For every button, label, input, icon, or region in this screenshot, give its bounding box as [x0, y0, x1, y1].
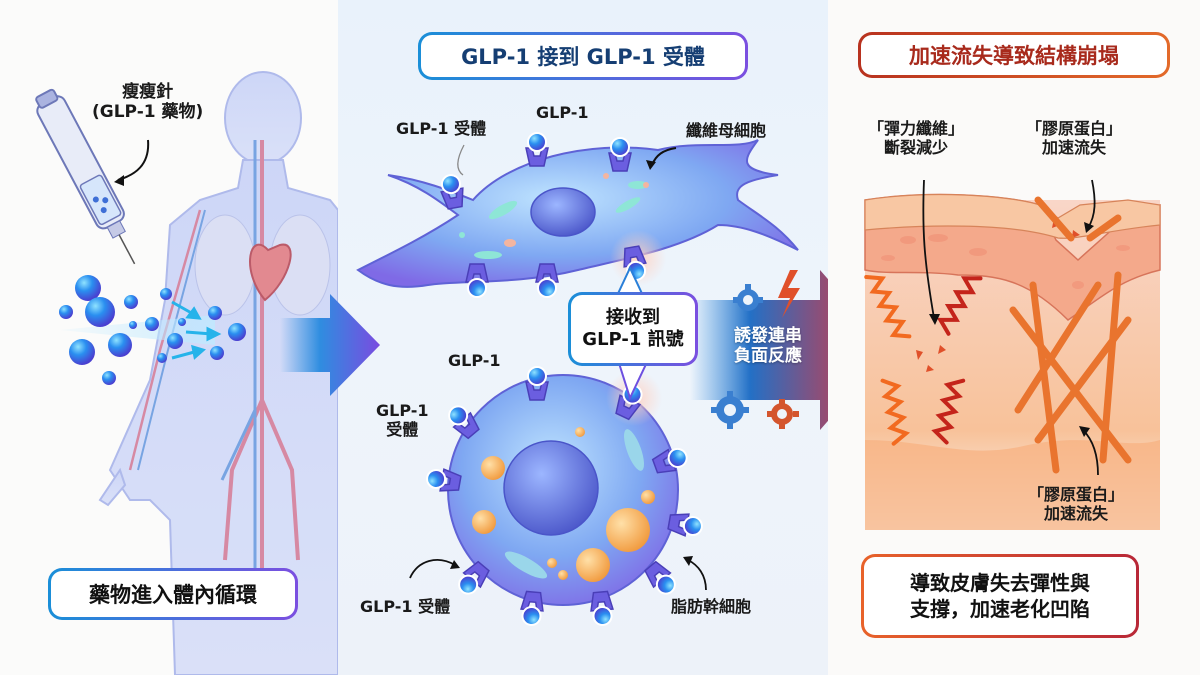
epidermis-layer [864, 193, 1161, 321]
collagen-bottom-label: 「膠原蛋白」 加速流失 [1028, 485, 1125, 524]
receptor-pointer-bottom [409, 559, 456, 579]
stem-cell-pointer [687, 559, 707, 591]
stem-cell-glp1-label: GLP-1 [448, 351, 501, 370]
elastin-label: 「彈力纖維」 斷裂減少 [868, 119, 965, 158]
negative-reaction-label: 誘發連串 負面反應 [734, 326, 802, 366]
elastin-pointer [922, 179, 935, 319]
caption-skin-aging-line2: 支撐，加速老化凹陷 [910, 597, 1090, 621]
panel-drug-circulation: 瘦瘦針 (GLP-1 藥物) 藥物進入體內循環 [0, 0, 338, 675]
pen-label-arrow [117, 139, 150, 181]
skin-cross-section [864, 179, 1161, 530]
broken-fragments [916, 218, 1080, 372]
negative-reaction-line2: 負面反應 [734, 346, 802, 367]
fibroblast-glp1-label: GLP-1 [536, 103, 589, 122]
elastin-fibers [864, 275, 983, 446]
title-receptor-binding-text: GLP-1 接到 GLP-1 受體 [461, 45, 705, 69]
fibroblast-cell [356, 139, 799, 288]
stem-cell-receptor-label-line2: 受體 [386, 419, 419, 439]
elastin-label-line1: 「彈力纖維」 [868, 119, 965, 138]
title-receptor-binding: GLP-1 接到 GLP-1 受體 [418, 32, 748, 80]
collagen-top-pointer [1087, 179, 1096, 229]
stem-cell-receptor-label-bottom: GLP-1 受體 [360, 597, 451, 616]
elastin-label-line2: 斷裂減少 [884, 137, 949, 157]
fibroblast-label: 纖維母細胞 [686, 121, 767, 140]
signal-bubble-line1: 接收到 [605, 306, 660, 328]
caption-skin-aging-line1: 導致皮膚失去彈性與 [910, 571, 1090, 595]
collagen-top-label-line1: 「膠原蛋白」 [1026, 119, 1123, 138]
title-structural-collapse-text: 加速流失導致結構崩塌 [909, 44, 1119, 68]
caption-skin-aging: 導致皮膚失去彈性與 支撐，加速老化凹陷 [861, 554, 1139, 638]
stem-cell-receptor-label-line1: GLP-1 [376, 401, 429, 420]
collagen-bottom-label-line1: 「膠原蛋白」 [1028, 485, 1125, 504]
panel-structural-collapse: 加速流失導致結構崩塌 [828, 0, 1200, 675]
collagen-bottom-pointer [1082, 429, 1099, 476]
collagen-bottom-label-line2: 加速流失 [1044, 503, 1109, 523]
title-structural-collapse: 加速流失導致結構崩塌 [858, 32, 1170, 78]
adipose-stem-cell [447, 374, 679, 606]
pen-label-subtitle: (GLP-1 藥物) [92, 102, 204, 123]
heart-icon [249, 243, 292, 302]
dermis-layer [865, 200, 1160, 530]
signal-bubble-line2: GLP-1 訊號 [582, 329, 684, 350]
fibroblast-receptor-label: GLP-1 受體 [396, 119, 487, 138]
pen-label: 瘦瘦針 (GLP-1 藥物) [92, 82, 203, 122]
injection-pen-icon [35, 88, 136, 265]
drug-particles [59, 275, 246, 385]
collagen-top-label: 「膠原蛋白」 加速流失 [1026, 119, 1123, 158]
caption-drug-circulation: 藥物進入體內循環 [48, 568, 298, 620]
signal-received-bubble: 接收到 GLP-1 訊號 [568, 292, 698, 366]
collagen-fibers [1009, 196, 1132, 474]
collagen-top-label-line2: 加速流失 [1042, 137, 1107, 157]
pen-label-title: 瘦瘦針 [122, 82, 174, 102]
receptor-pointer-top [457, 144, 465, 176]
stem-cell-receptor-label: GLP-1 受體 [376, 401, 429, 440]
negative-reaction-line1: 誘發連串 [734, 326, 802, 346]
flow-arrows [171, 300, 222, 360]
body-illustration [35, 71, 338, 675]
stem-cell-label: 脂肪幹細胞 [671, 597, 752, 616]
cells-illustration [356, 132, 799, 627]
caption-drug-circulation-text: 藥物進入體內循環 [89, 583, 257, 607]
